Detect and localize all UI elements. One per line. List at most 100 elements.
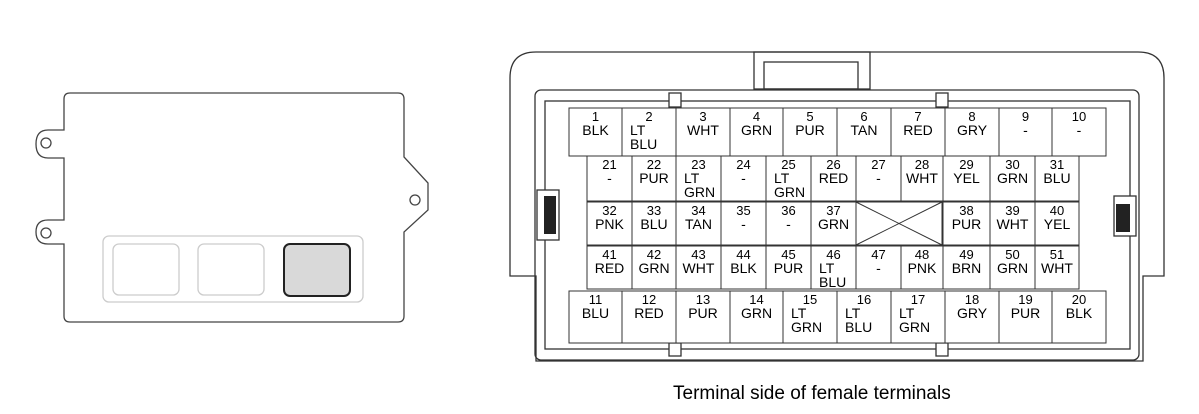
- terminal-number: 38: [959, 203, 973, 218]
- terminal-number: 6: [860, 109, 867, 124]
- terminal-number: 42: [647, 247, 661, 262]
- terminal-cavity: [989, 155, 1036, 202]
- wire-color: BLU: [630, 136, 657, 152]
- terminal-cavity: [675, 107, 731, 157]
- wire-color: BRN: [952, 260, 982, 276]
- terminal-cavity: [765, 155, 812, 202]
- wire-color: -: [741, 170, 746, 186]
- terminal-number: 41: [602, 247, 616, 262]
- terminal-number: 5: [806, 109, 813, 124]
- terminal-number: 3: [699, 109, 706, 124]
- terminal-cavity: [1034, 155, 1080, 202]
- terminal-cavity: [900, 155, 944, 202]
- terminal-cavity: [675, 290, 731, 344]
- wire-color: BLK: [730, 260, 757, 276]
- wire-color: WHT: [687, 122, 719, 138]
- terminal-number: 22: [647, 157, 661, 172]
- wire-color: LT: [845, 305, 861, 321]
- connector-socket-highlighted: [283, 243, 351, 297]
- terminal-cavity: [631, 201, 677, 246]
- wire-color: GRN: [774, 184, 805, 200]
- terminal-number: 36: [781, 203, 795, 218]
- terminal-number: 15: [803, 292, 817, 307]
- terminal-cavity: [782, 107, 838, 157]
- bottom-key-left: [668, 342, 682, 357]
- wire-color: BLU: [1043, 170, 1070, 186]
- terminal-number: 17: [911, 292, 925, 307]
- wire-color: LT: [791, 305, 807, 321]
- wire-color: -: [741, 216, 746, 232]
- wire-color: BLK: [1066, 305, 1093, 321]
- wire-color: PNK: [908, 260, 937, 276]
- terminal-cavity: [810, 245, 857, 290]
- wire-color: -: [1077, 122, 1082, 138]
- blank-cavity: [855, 201, 943, 246]
- wire-color: GRN: [899, 319, 930, 335]
- terminal-number: 24: [736, 157, 750, 172]
- wire-color: PUR: [795, 122, 825, 138]
- terminal-number: 44: [736, 247, 750, 262]
- terminal-cavity: [675, 155, 722, 202]
- terminal-cavity: [989, 201, 1036, 246]
- terminal-number: 31: [1050, 157, 1064, 172]
- wire-color: LT: [899, 305, 915, 321]
- terminal-number: 28: [915, 157, 929, 172]
- wire-color: BLU: [640, 216, 667, 232]
- wire-color: -: [1023, 122, 1028, 138]
- terminal-number: 23: [691, 157, 705, 172]
- wire-color: RED: [903, 122, 933, 138]
- terminal-cavity: [1034, 201, 1080, 246]
- terminal-number: 49: [959, 247, 973, 262]
- wire-color: -: [876, 170, 881, 186]
- terminal-cavity: [675, 245, 722, 290]
- bottom-key-right: [935, 342, 949, 357]
- terminal-cavity: [720, 245, 767, 290]
- terminal-number: 32: [602, 203, 616, 218]
- terminal-number: 21: [602, 157, 616, 172]
- wire-color: RED: [595, 260, 625, 276]
- terminal-number: 35: [736, 203, 750, 218]
- terminal-24: 24-: [720, 155, 767, 202]
- terminal-cavity: [631, 155, 677, 202]
- wire-color: PUR: [1011, 305, 1041, 321]
- wire-color: GRN: [997, 260, 1028, 276]
- housing-outer: [509, 51, 1165, 362]
- terminal-cavity: [1034, 245, 1080, 290]
- wire-color: WHT: [1041, 260, 1073, 276]
- terminal-cavity: [810, 201, 857, 246]
- wire-color: -: [876, 260, 881, 276]
- wire-color: GRN: [684, 184, 715, 200]
- terminal-number: 16: [857, 292, 871, 307]
- wire-color: BLU: [845, 319, 872, 335]
- connector-socket-outer: [102, 235, 364, 303]
- terminal-cavity: [855, 155, 902, 202]
- wire-color: LT: [684, 170, 700, 186]
- terminal-cavity: [621, 290, 677, 344]
- terminal-cavity: [586, 155, 633, 202]
- terminal-number: 20: [1072, 292, 1086, 307]
- terminal-number: 47: [871, 247, 885, 262]
- wire-color: PUR: [688, 305, 718, 321]
- terminal-number: 29: [959, 157, 973, 172]
- terminal-number: 9: [1022, 109, 1029, 124]
- wire-color: -: [607, 170, 612, 186]
- terminal-number: 37: [826, 203, 840, 218]
- terminal-number: 33: [647, 203, 661, 218]
